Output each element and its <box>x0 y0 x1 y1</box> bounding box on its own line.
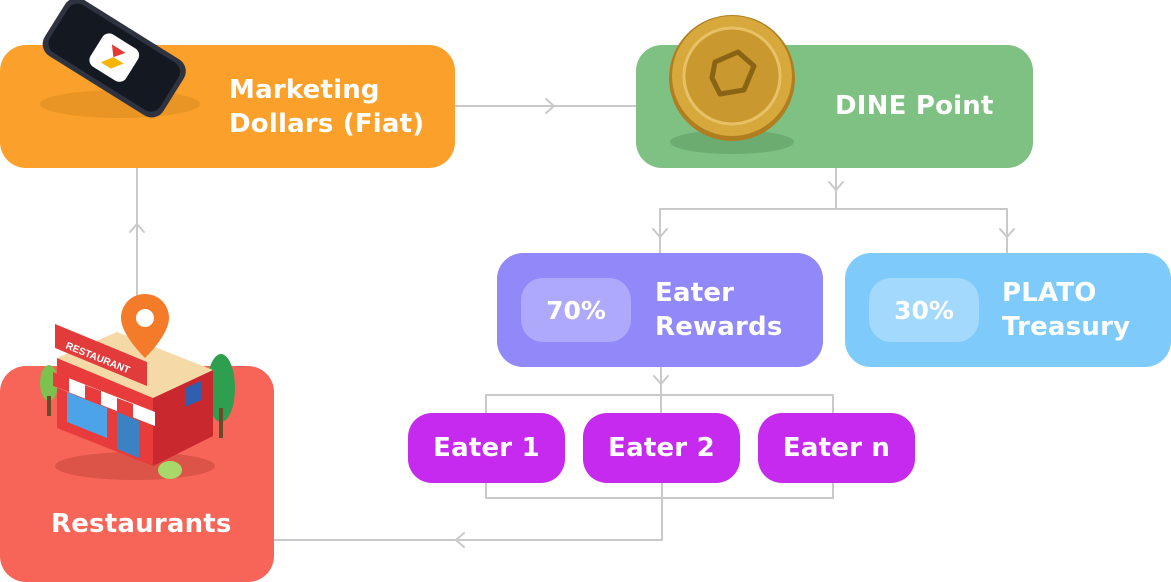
arrow-head-down <box>653 375 669 385</box>
dine-point-label: DINE Point <box>835 91 994 121</box>
eater-rewards-label: Eater Rewards <box>655 278 783 342</box>
eater-1-label: Eater 1 <box>433 433 540 463</box>
plato-treasury-box: 30% PLATO Treasury <box>845 253 1171 367</box>
eater-2-box: Eater 2 <box>583 413 740 483</box>
restaurants-label: Restaurants <box>51 509 232 539</box>
eater-rewards-percent: 70% <box>521 278 631 342</box>
arrow-head-down <box>828 181 844 191</box>
plato-treasury-percent: 30% <box>869 278 979 342</box>
arrow-head-down <box>652 228 668 238</box>
eater-n-label: Eater n <box>782 433 891 463</box>
marketing-dollars-box: Marketing Dollars (Fiat) <box>0 45 455 168</box>
arrow-head-down <box>999 228 1015 238</box>
plato-treasury-label: PLATO Treasury <box>1002 278 1131 342</box>
arrow-head-right <box>545 98 555 114</box>
eater-2-label: Eater 2 <box>608 433 715 463</box>
eater-n-box: Eater n <box>758 413 915 483</box>
eater-rewards-box: 70% Eater Rewards <box>497 253 823 367</box>
phone-app-icon <box>40 0 200 118</box>
gold-coin-icon <box>669 15 795 154</box>
restaurant-building-icon: RESTAURANT <box>40 294 235 480</box>
arrow-head-left <box>455 532 465 548</box>
eater-1-box: Eater 1 <box>408 413 565 483</box>
marketing-dollars-label: Marketing Dollars (Fiat) <box>229 75 425 139</box>
arrow-head-up <box>129 223 145 233</box>
